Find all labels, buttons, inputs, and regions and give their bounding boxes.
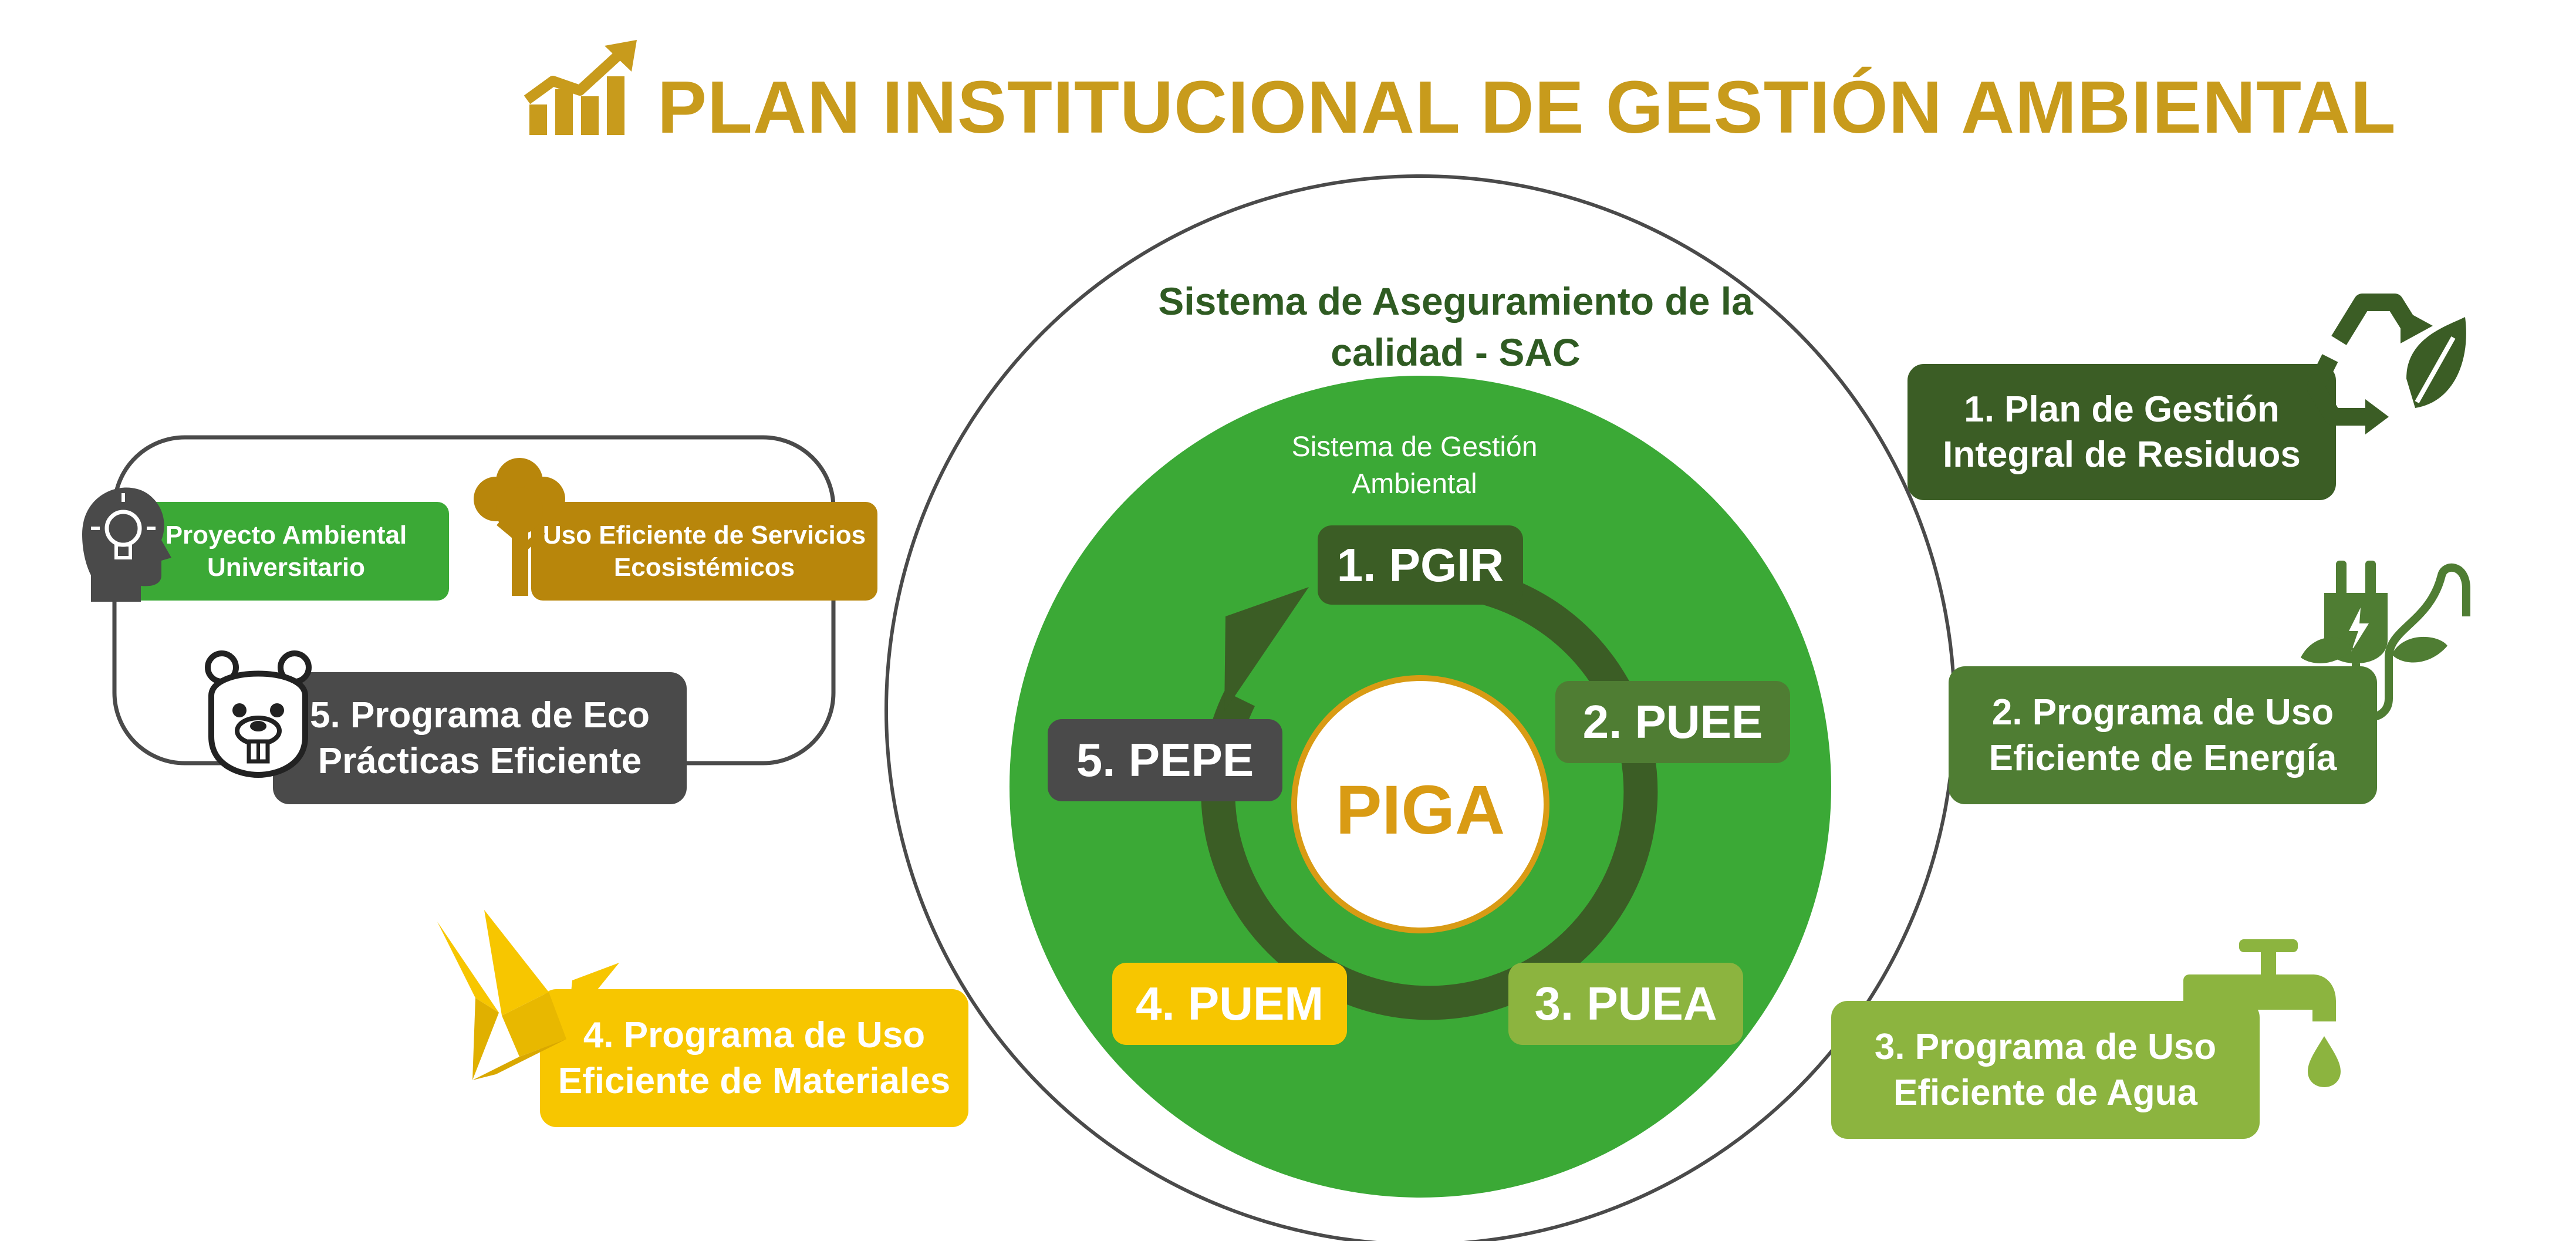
cycle-puea: 3. PUEA (1508, 963, 1743, 1045)
origami-bird-icon (437, 910, 619, 1080)
head-bulb-icon (82, 487, 171, 602)
piga-label: PIGA (1335, 771, 1505, 849)
cycle-puee: 2. PUEE (1555, 681, 1790, 763)
tree-icon (474, 458, 565, 596)
sac-label: Sistema de Aseguramiento de la calidad -… (1158, 279, 1753, 375)
chart-growth-icon (524, 40, 637, 135)
program-ecopracticas: 5. Programa de Eco Prácticas Eficiente (273, 672, 687, 804)
cycle-arrow-head (1224, 587, 1309, 711)
page-title: PLAN INSTITUCIONAL DE GESTIÓN AMBIENTAL (657, 66, 2396, 149)
cycle-puem: 4. PUEM (1112, 963, 1347, 1045)
program-materiales: 4. Programa de Uso Eficiente de Material… (540, 989, 968, 1127)
sga-label: Sistema de Gestión Ambiental (1291, 431, 1538, 500)
plug-leaf-icon (2301, 561, 2470, 721)
subprogram-servicios-ecosistemicos: Uso Eficiente de Servicios Ecosistémicos (531, 502, 877, 601)
subprogram-ambiental-universitario: Proyecto Ambiental Universitario (123, 502, 449, 601)
faucet-icon (2183, 939, 2341, 1087)
program-energia: 2. Programa de Uso Eficiente de Energía (1949, 666, 2377, 804)
recycle-icon (2307, 294, 2466, 434)
piga-circle (1291, 675, 1549, 933)
program-agua: 3. Programa de Uso Eficiente de Agua (1831, 1001, 2260, 1139)
cycle-pepe: 5. PEPE (1048, 719, 1282, 801)
cycle-pgir: 1. PGIR (1318, 525, 1523, 605)
beaver-icon (205, 650, 312, 778)
program-residuos: 1. Plan de Gestión Integral de Residuos (1907, 364, 2336, 500)
